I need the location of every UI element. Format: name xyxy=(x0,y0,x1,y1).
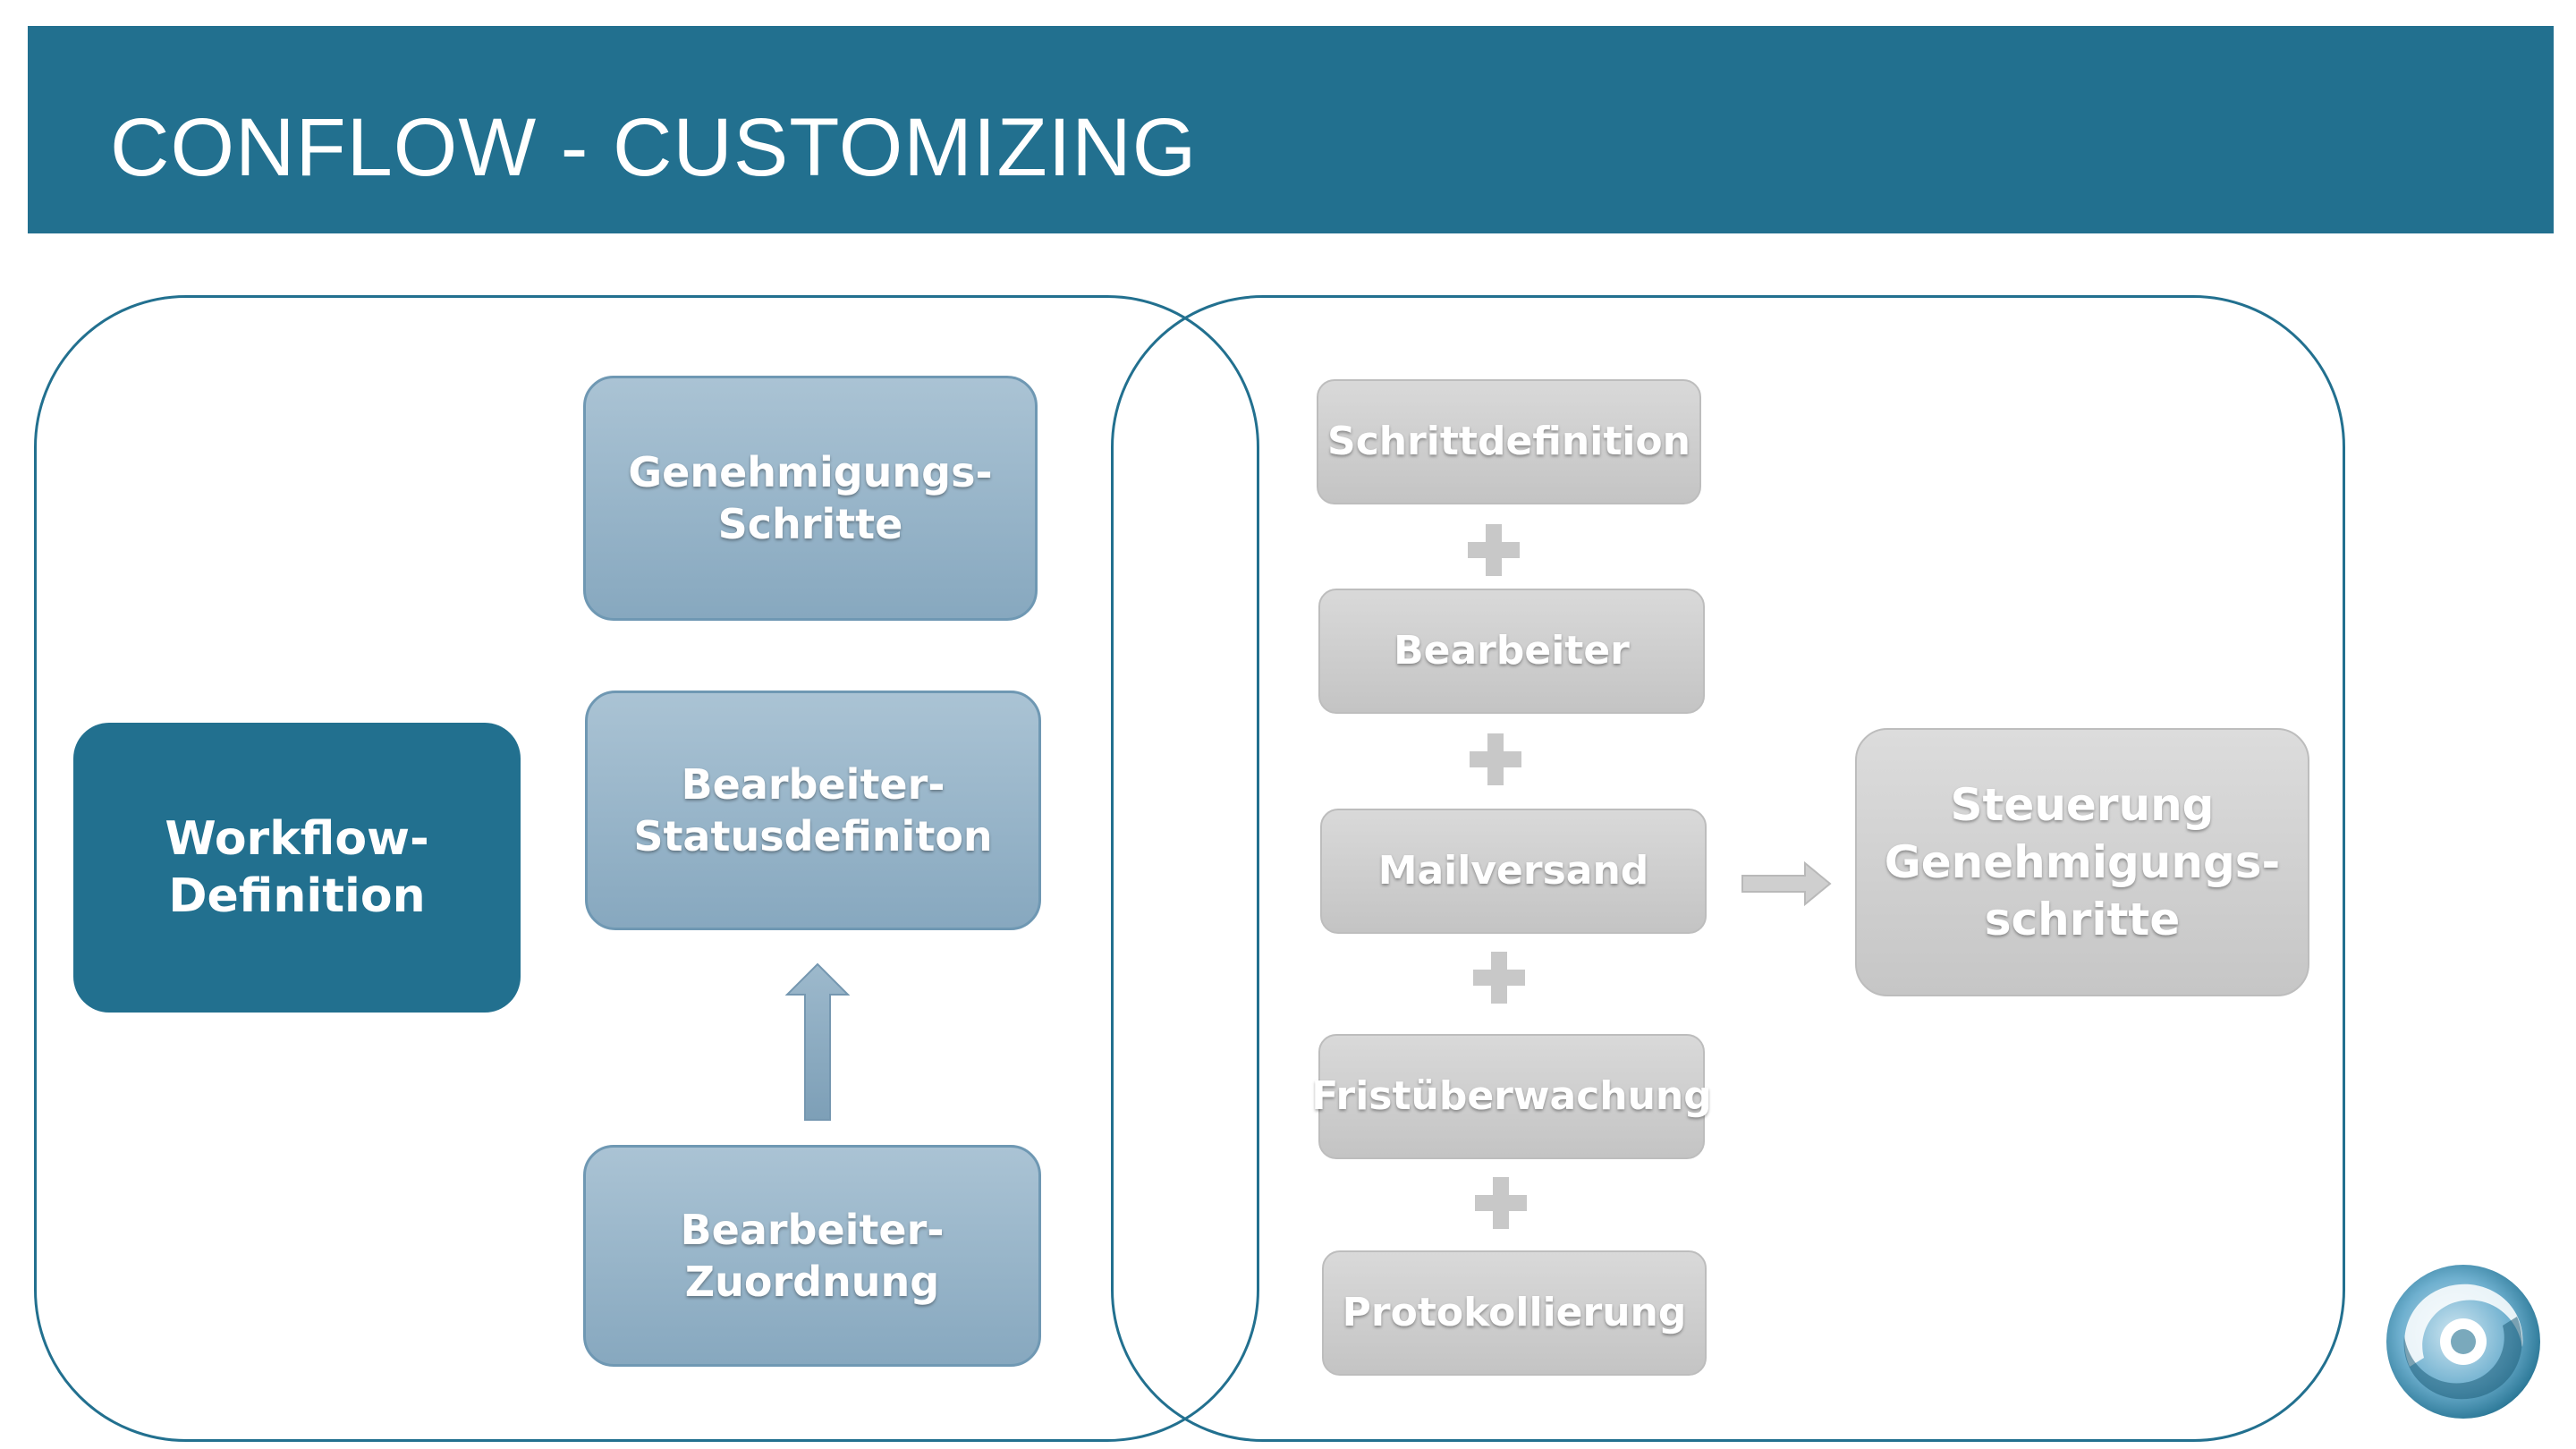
step-label: Fristüberwachung xyxy=(1311,1073,1712,1119)
step-label: Bearbeiter xyxy=(1394,628,1630,674)
conflow-logo xyxy=(2386,1265,2540,1419)
plus-icon xyxy=(1470,733,1521,785)
step-schrittdefinition[interactable]: Schrittdefinition xyxy=(1317,379,1701,504)
bearbeiter-zuordnung-label: Bearbeiter- Zuordnung xyxy=(680,1206,945,1306)
step-bearbeiter[interactable]: Bearbeiter xyxy=(1318,589,1705,714)
step-label: Schrittdefinition xyxy=(1327,419,1690,464)
genehmigungs-schritte-box[interactable]: Genehmigungs- Schritte xyxy=(583,376,1038,621)
step-label: Protokollierung xyxy=(1342,1290,1687,1335)
workflow-definition-label: Workflow- Definition xyxy=(165,812,429,923)
header-bar: CONFLOW - CUSTOMIZING xyxy=(28,26,2554,233)
bearbeiter-statusdefinition-label: Bearbeiter- Statusdefiniton xyxy=(633,760,993,860)
arrow-up-icon xyxy=(784,962,851,1121)
right-group-outline xyxy=(1111,295,2345,1442)
step-label: Mailversand xyxy=(1377,848,1649,894)
step-protokollierung[interactable]: Protokollierung xyxy=(1322,1250,1707,1376)
left-group-outline xyxy=(34,295,1259,1442)
genehmigungs-schritte-label: Genehmigungs- Schritte xyxy=(628,448,993,548)
bearbeiter-zuordnung-box[interactable]: Bearbeiter- Zuordnung xyxy=(583,1145,1041,1367)
steuerung-label: Steuerung Genehmigungs- schritte xyxy=(1884,779,2281,945)
step-fristueberwachung[interactable]: Fristüberwachung xyxy=(1311,1034,1712,1159)
bearbeiter-statusdefinition-box[interactable]: Bearbeiter- Statusdefiniton xyxy=(585,691,1041,930)
arrow-right-icon xyxy=(1741,860,1832,907)
step-mailversand[interactable]: Mailversand xyxy=(1320,809,1707,934)
workflow-definition-box[interactable]: Workflow- Definition xyxy=(73,723,521,1013)
page-title: CONFLOW - CUSTOMIZING xyxy=(110,102,1198,193)
plus-icon xyxy=(1473,952,1525,1004)
steuerung-genehmigungsschritte-box[interactable]: Steuerung Genehmigungs- schritte xyxy=(1855,728,2309,996)
plus-icon xyxy=(1475,1177,1527,1229)
plus-icon xyxy=(1468,524,1520,576)
